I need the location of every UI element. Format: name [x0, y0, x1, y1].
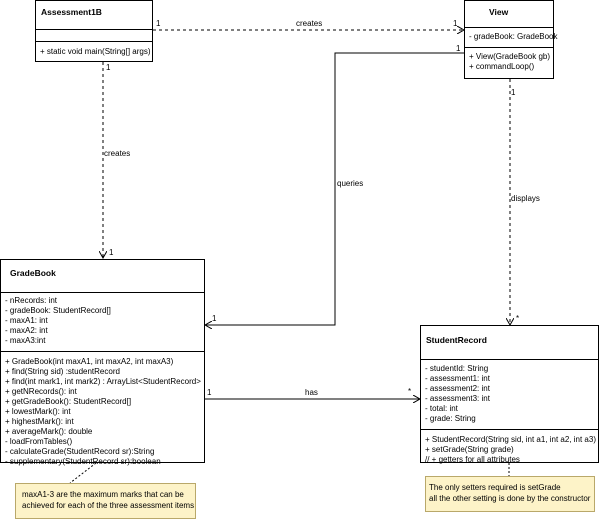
queries-label: queries [337, 179, 364, 188]
note-line: maxA1-3 are the maximum marks that can b… [22, 490, 184, 499]
attribute-row: - gradeBook: GradeBook [469, 32, 558, 41]
operation-row: + View(GradeBook gb) [469, 52, 551, 61]
attribute-row: - maxA1: int [5, 316, 48, 325]
attribute-row: - maxA3:int [5, 336, 46, 345]
note-max-marks[interactable]: maxA1-3 are the maximum marks that can b… [15, 483, 196, 519]
displays-label: displays [511, 194, 540, 203]
has-label: has [305, 388, 318, 397]
attribute-row: - nRecords: int [5, 296, 58, 305]
note-setters[interactable]: The only setters required is setGrade al… [425, 476, 595, 512]
class-assessment1b[interactable]: Assessment1B + static void main(String[]… [35, 0, 153, 62]
creates-view-src-mult: 1 [156, 19, 161, 28]
queries-dst-mult: 1 [212, 314, 217, 323]
operations-section: + View(GradeBook gb) + commandLoop() [465, 47, 553, 76]
operation-row: + lowestMark(): int [5, 407, 71, 416]
has-src-mult: 1 [207, 388, 212, 397]
note-maxmarks-anchor [69, 462, 97, 484]
operations-section: + GradeBook(int maxA1, int maxA2, int ma… [1, 351, 204, 472]
class-name: StudentRecord [426, 335, 487, 345]
creates-gradebook-src-mult: 1 [106, 63, 111, 72]
operation-row: - loadFromTables() [5, 437, 73, 446]
operation-row: - supplementary(StudentRecord sr):boolea… [5, 457, 161, 466]
creates-gradebook-dst-mult: 1 [109, 248, 114, 257]
operation-row: + getGradeBook(): StudentRecord[] [5, 397, 132, 406]
attribute-row: - assessment2: int [425, 384, 490, 393]
attribute-row: - grade: String [425, 414, 476, 423]
creates-gradebook-label: creates [104, 149, 131, 158]
operation-row: + GradeBook(int maxA1, int maxA2, int ma… [5, 357, 174, 366]
attribute-row: - maxA2: int [5, 326, 48, 335]
attribute-row: - assessment1: int [425, 374, 490, 383]
operation-row: + getNRecords(): int [5, 387, 77, 396]
operations-section: + static void main(String[] args) [36, 41, 152, 62]
attribute-row: - assessment3: int [425, 394, 490, 403]
attribute-row: - gradeBook: StudentRecord[] [5, 306, 111, 315]
attributes-section [36, 29, 152, 41]
class-view[interactable]: View - gradeBook: GradeBook + View(Grade… [464, 0, 558, 79]
operation-row: + find(int mark1, int mark2) : ArrayList… [5, 377, 201, 386]
creates-view-dst-mult: 1 [453, 19, 458, 28]
class-studentrecord[interactable]: StudentRecord - studentId: String - asse… [420, 325, 599, 464]
attributes-section: - nRecords: int - gradeBook: StudentReco… [1, 292, 204, 351]
attribute-row: - total: int [425, 404, 458, 413]
class-name: GradeBook [10, 268, 56, 278]
displays-dst-mult: * [516, 314, 520, 323]
creates-view-label: creates [296, 19, 323, 28]
operation-row: + find(String sid) :studentRecord [5, 367, 120, 376]
operation-row: + averageMark(): double [5, 427, 93, 436]
operation-row: // + getters for all attributes [425, 455, 520, 464]
has-dst-mult: * [408, 387, 412, 396]
attributes-section: - gradeBook: GradeBook [465, 27, 558, 47]
operation-row: + commandLoop() [469, 62, 535, 71]
operation-row: + static void main(String[] args) [40, 47, 151, 56]
class-name: Assessment1B [41, 7, 102, 17]
note-line: all the other setting is done by the con… [429, 494, 591, 503]
operation-row: - calculateGrade(StudentRecord sr):Strin… [5, 447, 155, 456]
operation-row: + setGrade(String grade) [425, 445, 514, 454]
class-gradebook[interactable]: GradeBook - nRecords: int - gradeBook: S… [0, 259, 205, 466]
queries-edge [205, 52, 464, 325]
note-line: achieved for each of the three assessmen… [22, 501, 195, 510]
class-name: View [489, 7, 509, 17]
operations-section: + StudentRecord(String sid, int a1, int … [421, 429, 598, 470]
attribute-row: - studentId: String [425, 364, 489, 373]
operation-row: + StudentRecord(String sid, int a1, int … [425, 435, 596, 444]
displays-src-mult: 1 [511, 88, 516, 97]
operation-row: + highestMark(): int [5, 417, 74, 426]
note-line: The only setters required is setGrade [429, 483, 561, 492]
attributes-section: - studentId: String - assessment1: int -… [421, 359, 598, 429]
queries-src-mult: 1 [456, 44, 461, 53]
